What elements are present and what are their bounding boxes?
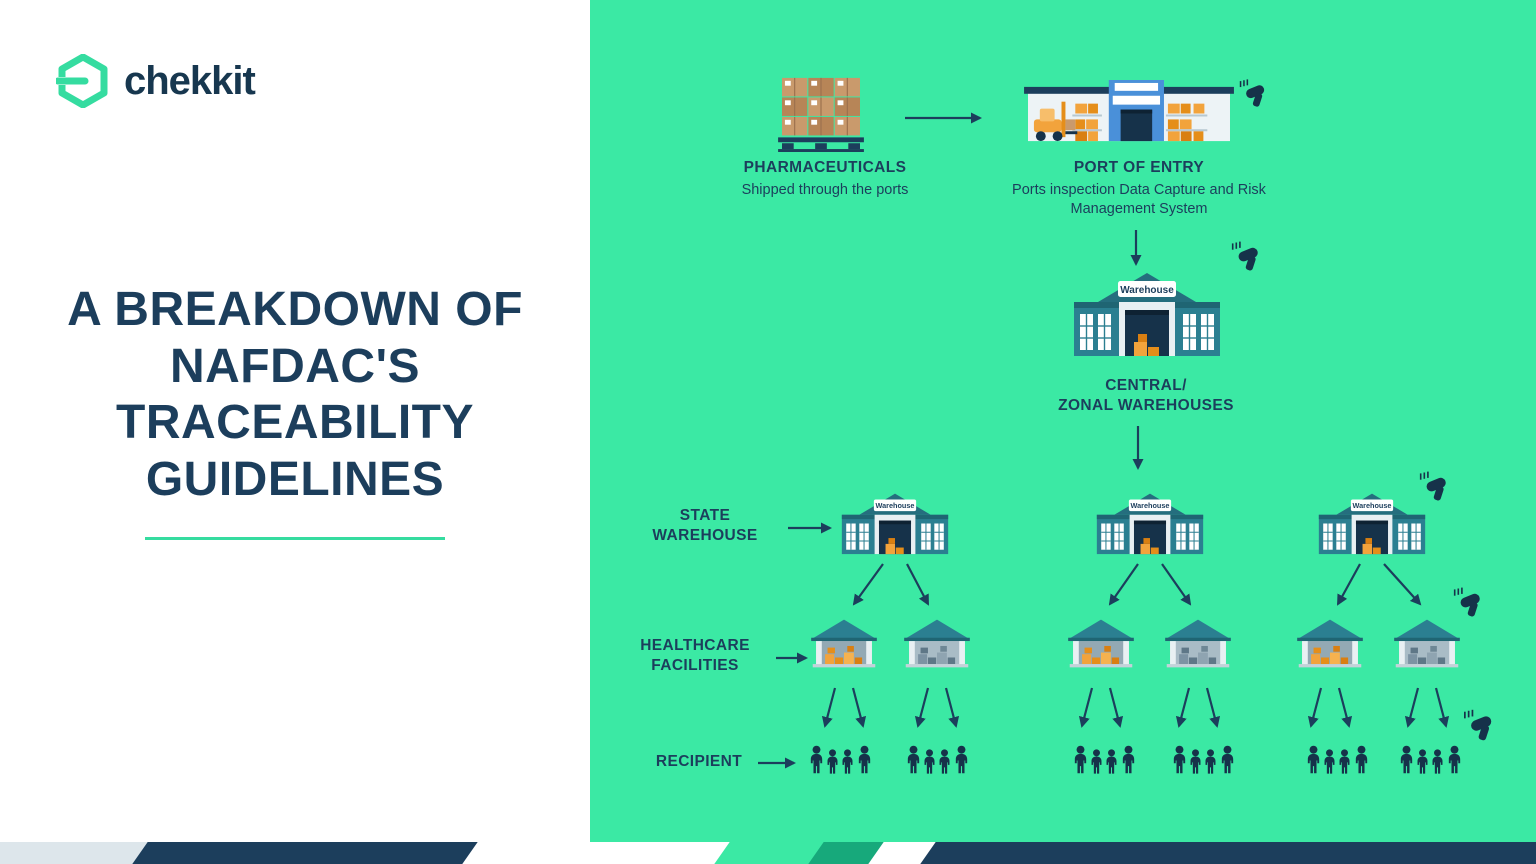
brand-name: chekkit <box>124 58 256 103</box>
arrow-fac5-right <box>1337 687 1353 728</box>
arrow-fac4-right <box>1205 687 1221 728</box>
arrow-state2-left <box>1108 563 1139 606</box>
left-panel: chekkit A BREAKDOWN OF NAFDAC'S TRACEABI… <box>0 0 590 864</box>
central-warehouse-icon <box>1072 268 1222 360</box>
healthcare-label-line2: FACILITIES <box>651 656 739 674</box>
brand-logo: chekkit <box>56 54 256 108</box>
state-warehouse-icon <box>840 490 950 557</box>
central-warehouse-label: CENTRAL/ ZONAL WAREHOUSES <box>996 376 1296 416</box>
arrow-state2-right <box>1161 563 1192 606</box>
healthcare-facilities-label: HEALTHCARE FACILITIES <box>620 636 770 676</box>
recipient-group-icon <box>1171 744 1237 776</box>
title-underline <box>145 536 445 540</box>
arrow-fac1-right <box>851 687 867 728</box>
title-line-1: A BREAKDOWN OF <box>67 283 523 336</box>
page-title: A BREAKDOWN OF NAFDAC'S TRACEABILITY GUI… <box>0 282 590 540</box>
stripe-navy <box>920 842 1536 864</box>
arrow-state1-right <box>906 563 929 606</box>
diagram-panel: PHARMACEUTICALS Shipped through the port… <box>590 0 1536 864</box>
healthcare-facility-icon <box>904 618 970 669</box>
state-label-line1: STATE <box>679 507 731 524</box>
recipient-group-icon <box>1305 744 1371 776</box>
state-warehouse-label: STATE WAREHOUSE <box>630 506 780 546</box>
recipient-label-text: RECIPIENT <box>655 753 743 770</box>
pharmaceuticals-label: PHARMACEUTICALS Shipped through the port… <box>685 158 965 200</box>
state-warehouse-icon <box>1095 490 1205 557</box>
arrow-fac2-right <box>944 687 960 728</box>
barcode-scanner-icon <box>1230 238 1266 274</box>
chekkit-logo-icon <box>56 54 108 108</box>
arrow-fac6-right <box>1434 687 1450 728</box>
arrow-state3-left <box>1337 563 1361 606</box>
arrow-fac6-left <box>1404 687 1420 728</box>
central-label-line2: ZONAL WAREHOUSES <box>1058 396 1234 414</box>
healthcare-label-line1: HEALTHCARE <box>640 637 750 654</box>
arrow-fac5-left <box>1307 687 1323 728</box>
healthcare-facility-icon <box>1165 618 1231 669</box>
healthcare-facility-icon <box>811 618 877 669</box>
healthcare-facility-icon <box>1068 618 1134 669</box>
recipient-group-icon <box>1072 744 1138 776</box>
arrow-fac2-left <box>914 687 930 728</box>
state-warehouse-icon <box>1317 490 1427 557</box>
recipient-group-icon <box>808 744 874 776</box>
arrow-fac3-left <box>1078 687 1094 728</box>
arrow-fac4-left <box>1175 687 1191 728</box>
healthcare-facility-icon <box>1394 618 1460 669</box>
arrow-state1-left <box>852 563 884 606</box>
pharmaceuticals-subtitle: Shipped through the ports <box>741 181 909 198</box>
barcode-scanner-icon <box>1238 76 1272 110</box>
recipient-group-icon <box>1398 744 1464 776</box>
barcode-scanner-icon <box>1452 584 1488 620</box>
central-label-line1: CENTRAL/ <box>1105 377 1187 394</box>
state-label-line2: WAREHOUSE <box>652 526 758 544</box>
pharmaceuticals-title: PHARMACEUTICALS <box>743 159 907 176</box>
title-line-3: TRACEABILITY <box>116 396 474 450</box>
pharmaceuticals-pallet-icon <box>776 74 866 152</box>
healthcare-facility-icon <box>1297 618 1363 669</box>
port-of-entry-building-icon <box>1018 80 1240 147</box>
barcode-scanner-icon <box>1462 706 1500 744</box>
stripe-navy <box>132 842 478 864</box>
arrow-fac1-left <box>821 687 837 728</box>
title-line-4: GUIDELINES <box>145 452 445 506</box>
barcode-scanner-icon <box>1418 468 1454 504</box>
port-title: PORT OF ENTRY <box>1073 159 1205 176</box>
port-subtitle: Ports inspection Data Capture and Risk M… <box>1012 181 1266 218</box>
title-line-2: NAFDAC'S <box>169 339 421 393</box>
port-of-entry-label: PORT OF ENTRY Ports inspection Data Capt… <box>989 158 1289 220</box>
recipient-group-icon <box>905 744 971 776</box>
arrow-fac3-right <box>1108 687 1124 728</box>
arrow-state3-right <box>1383 563 1422 606</box>
recipient-label: RECIPIENT <box>624 752 774 772</box>
bottom-decoration-bar <box>0 842 1536 864</box>
